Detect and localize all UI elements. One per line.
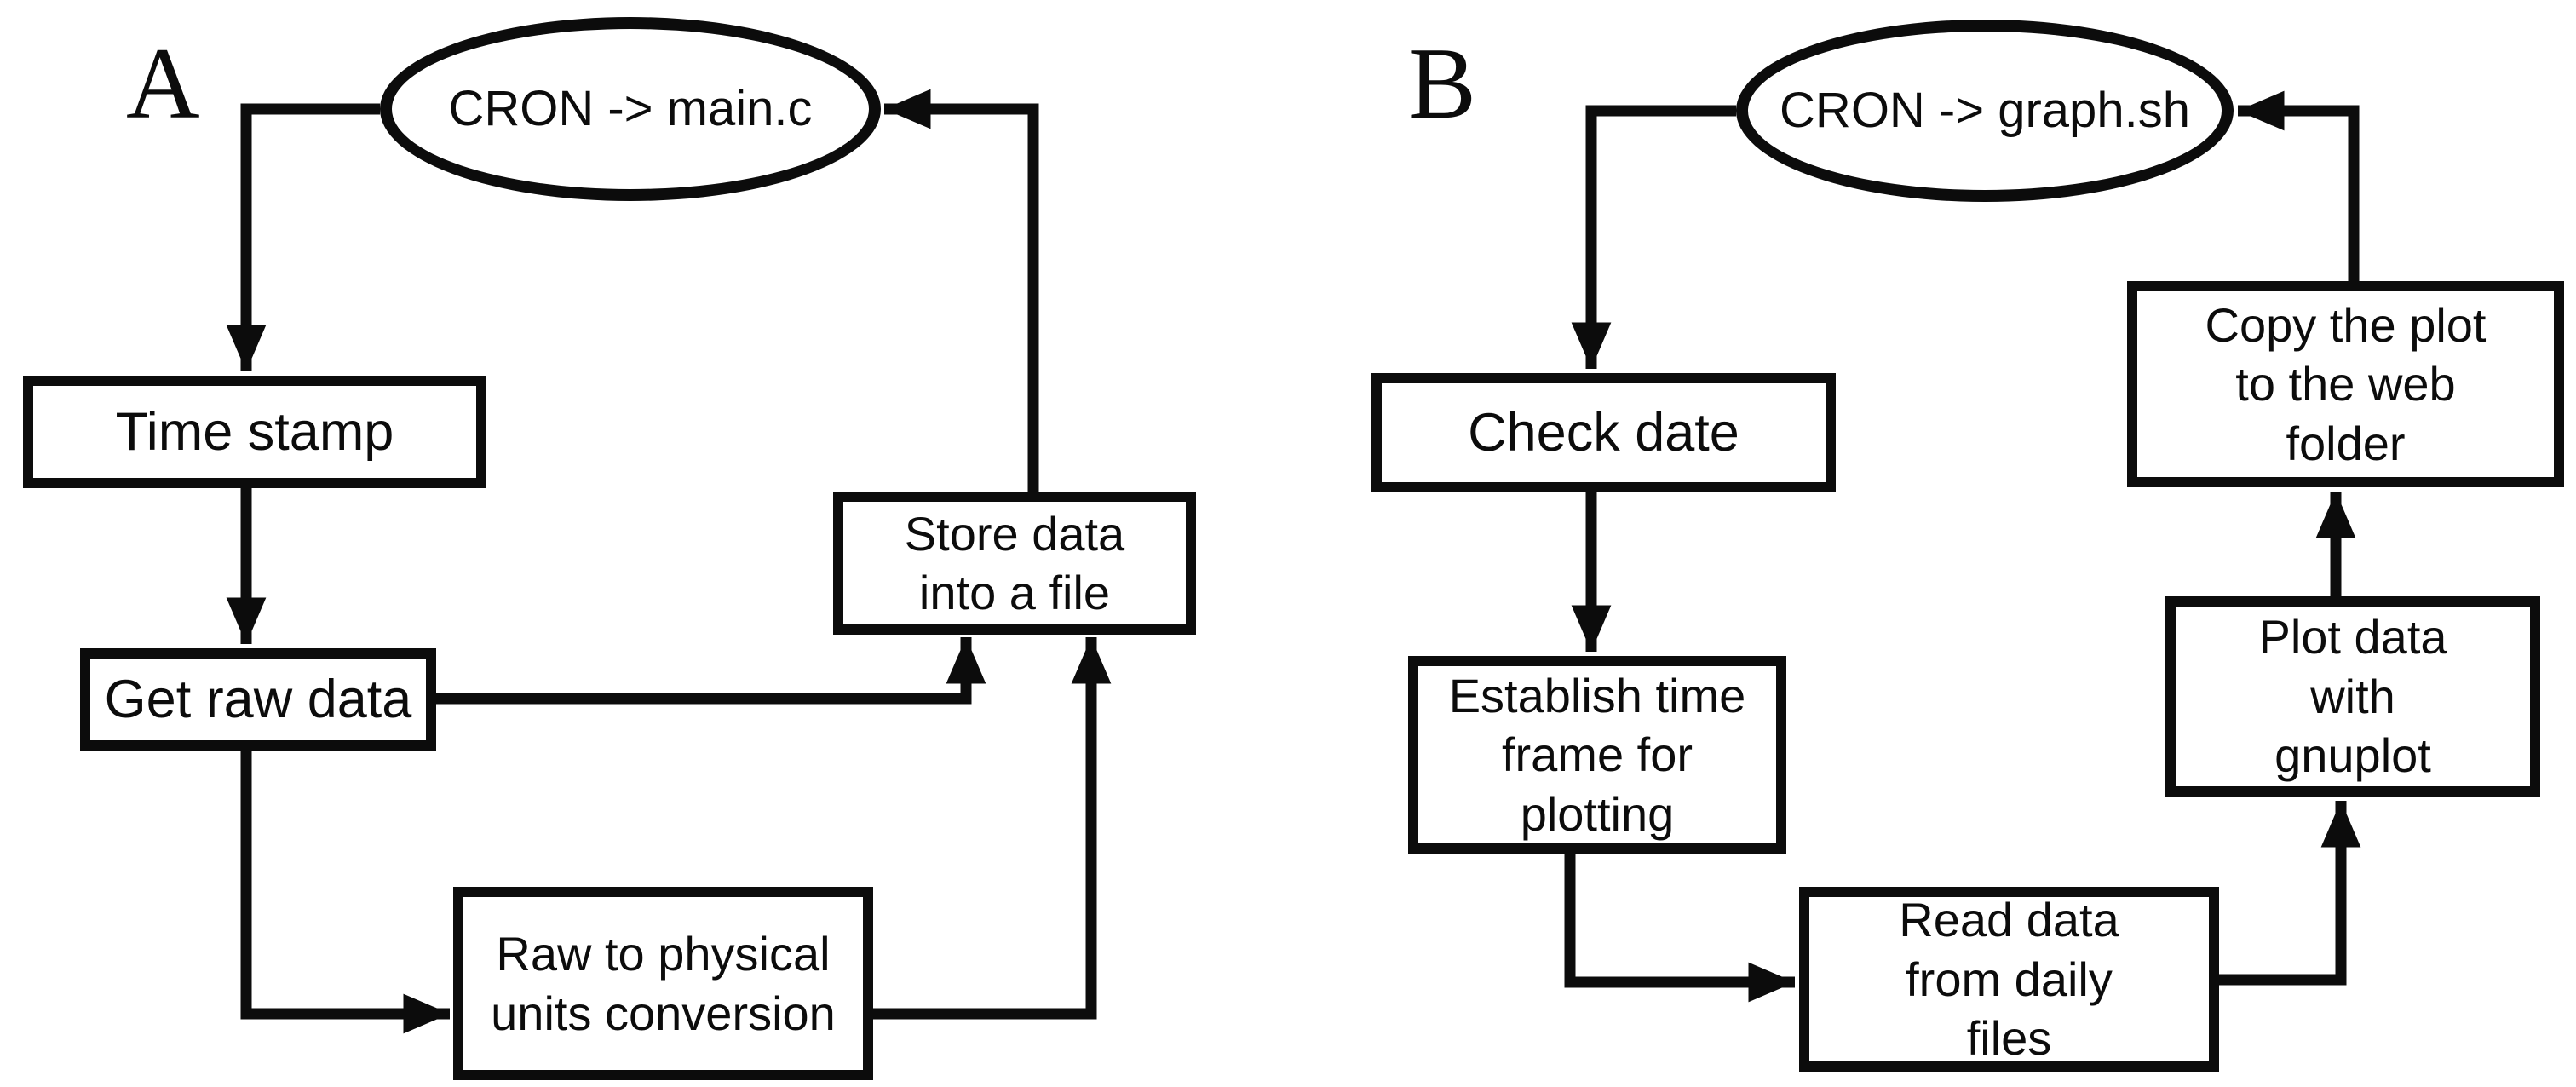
node-cron-main-ellipse: CRON -> main.c — [380, 17, 881, 201]
arrow-read-data-to-plot-data — [2219, 800, 2361, 986]
arrow-raw-conversion-to-store-data — [873, 636, 1112, 1020]
arrow-store-data-to-cron-main — [883, 89, 1039, 492]
node-cron-graph-ellipse: CRON -> graph.sh — [1736, 20, 2234, 202]
arrow-cron-main-to-time-stamp — [226, 103, 380, 372]
node-raw-to-physical-conversion: Raw to physical units conversion — [453, 887, 873, 1080]
node-get-raw-data: Get raw data — [80, 648, 436, 751]
node-plot-data-with-gnuplot: Plot data with gnuplot — [2165, 596, 2540, 797]
panel-b-label: B — [1408, 26, 1477, 140]
arrow-establish-time-frame-to-read-data — [1564, 854, 1796, 1003]
arrow-get-raw-data-to-raw-conversion — [240, 751, 451, 1034]
node-check-date: Check date — [1371, 373, 1836, 492]
node-store-data-into-file: Store data into a file — [833, 492, 1196, 635]
panel-a-label: A — [126, 26, 200, 140]
node-read-data-from-daily-files: Read data from daily files — [1799, 887, 2219, 1072]
arrow-get-raw-data-to-store-data — [436, 636, 986, 705]
node-time-stamp: Time stamp — [23, 376, 486, 488]
node-establish-time-frame: Establish time frame for plotting — [1408, 656, 1786, 854]
node-copy-plot-to-web-folder: Copy the plot to the web folder — [2127, 281, 2564, 487]
arrow-cron-graph-to-check-date — [1571, 105, 1736, 370]
arrow-copy-plot-to-cron-graph — [2237, 90, 2360, 281]
